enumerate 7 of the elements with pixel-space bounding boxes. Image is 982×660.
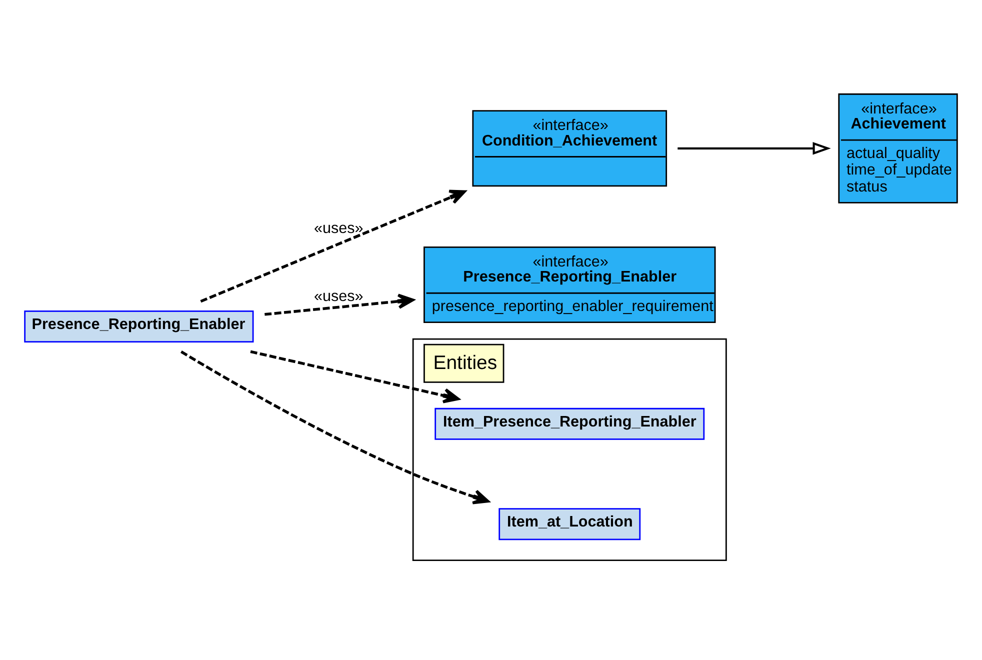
arrow (200, 190, 466, 303)
arrow (678, 142, 831, 155)
arrow (250, 350, 460, 404)
edge-label: «uses» (314, 220, 364, 238)
arrow (264, 294, 414, 316)
arrow (180, 350, 490, 504)
edge-label: «uses» (314, 288, 364, 306)
